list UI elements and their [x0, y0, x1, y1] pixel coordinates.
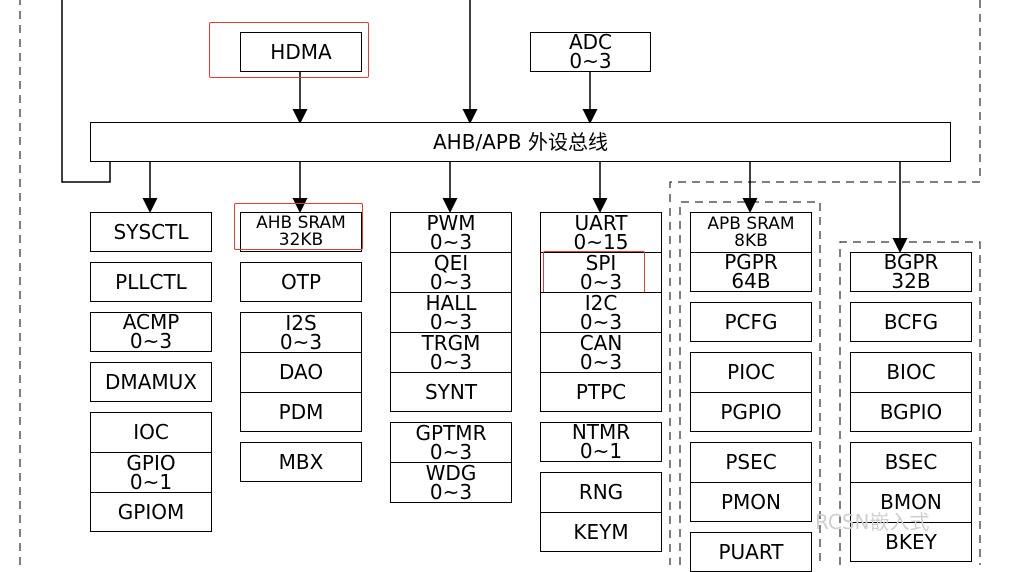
gpiom-block: GPIOM — [90, 492, 212, 532]
pllctl-block: PLLCTL — [90, 262, 212, 302]
sysctl-block: SYSCTL — [90, 212, 212, 252]
bgpr-block: BGPR 32B — [850, 252, 972, 292]
trgm-block: TRGM 0~3 — [390, 332, 512, 373]
i2c-block: I2C 0~3 — [540, 292, 662, 333]
ioc-block: IOC — [90, 412, 212, 453]
gptmr-block: GPTMR 0~3 — [390, 422, 512, 463]
dmamux-block: DMAMUX — [90, 362, 212, 402]
bgpio-domain-dashed — [839, 241, 981, 565]
ahb-apb-bus: AHB/APB 外设总线 — [90, 122, 951, 162]
bcfg-block: BCFG — [850, 302, 972, 342]
rng-block: RNG — [540, 472, 662, 513]
hdma-highlight — [209, 22, 369, 78]
mbx-block: MBX — [240, 442, 362, 482]
gpio-block: GPIO 0~1 — [90, 452, 212, 493]
bmon-block: BMON — [850, 482, 972, 523]
power-domain-dashed — [669, 0, 981, 565]
adc-block: ADC 0~3 — [530, 32, 651, 72]
watermark: RCSN嵌入式 — [815, 510, 930, 534]
keym-block: KEYM — [540, 512, 662, 552]
ahb-sram-highlight — [234, 203, 363, 250]
acmp-block: ACMP 0~3 — [90, 312, 212, 352]
otp-block: OTP — [240, 262, 362, 302]
hdma-block: HDMA — [240, 32, 362, 72]
pcfg-block: PCFG — [690, 302, 812, 342]
pdm-block: PDM — [240, 392, 362, 432]
can-block: CAN 0~3 — [540, 332, 662, 373]
pgpio-block: PGPIO — [690, 392, 812, 432]
ntmr-block: NTMR 0~1 — [540, 422, 662, 462]
cpu-return-line — [61, 0, 111, 183]
bkey-block: BKEY — [850, 522, 972, 562]
bgpio-block: BGPIO — [850, 392, 972, 432]
bioc-block: BIOC — [850, 352, 972, 393]
puart-block: PUART — [690, 532, 812, 572]
qei-block: QEI 0~3 — [390, 252, 512, 293]
dao-block: DAO — [240, 352, 362, 393]
bsec-block: BSEC — [850, 442, 972, 483]
ptpc-block: PTPC — [540, 372, 662, 412]
uart-block: UART 0~15 — [540, 212, 662, 253]
i2s-block: I2S 0~3 — [240, 312, 362, 353]
pgpr-block: PGPR 64B — [690, 252, 812, 292]
hall-block: HALL 0~3 — [390, 292, 512, 333]
wdg-block: WDG 0~3 — [390, 462, 512, 503]
spi-block: SPI 0~3 — [540, 252, 662, 293]
pmon-block: PMON — [690, 482, 812, 522]
psec-block: PSEC — [690, 442, 812, 483]
synt-block: SYNT — [390, 372, 512, 412]
pioc-block: PIOC — [690, 352, 812, 393]
apb-sram-block: APB SRAM 8KB — [690, 212, 812, 253]
ahb-sram-block: AHB SRAM 32KB — [240, 212, 362, 252]
pwm-block: PWM 0~3 — [390, 212, 512, 253]
